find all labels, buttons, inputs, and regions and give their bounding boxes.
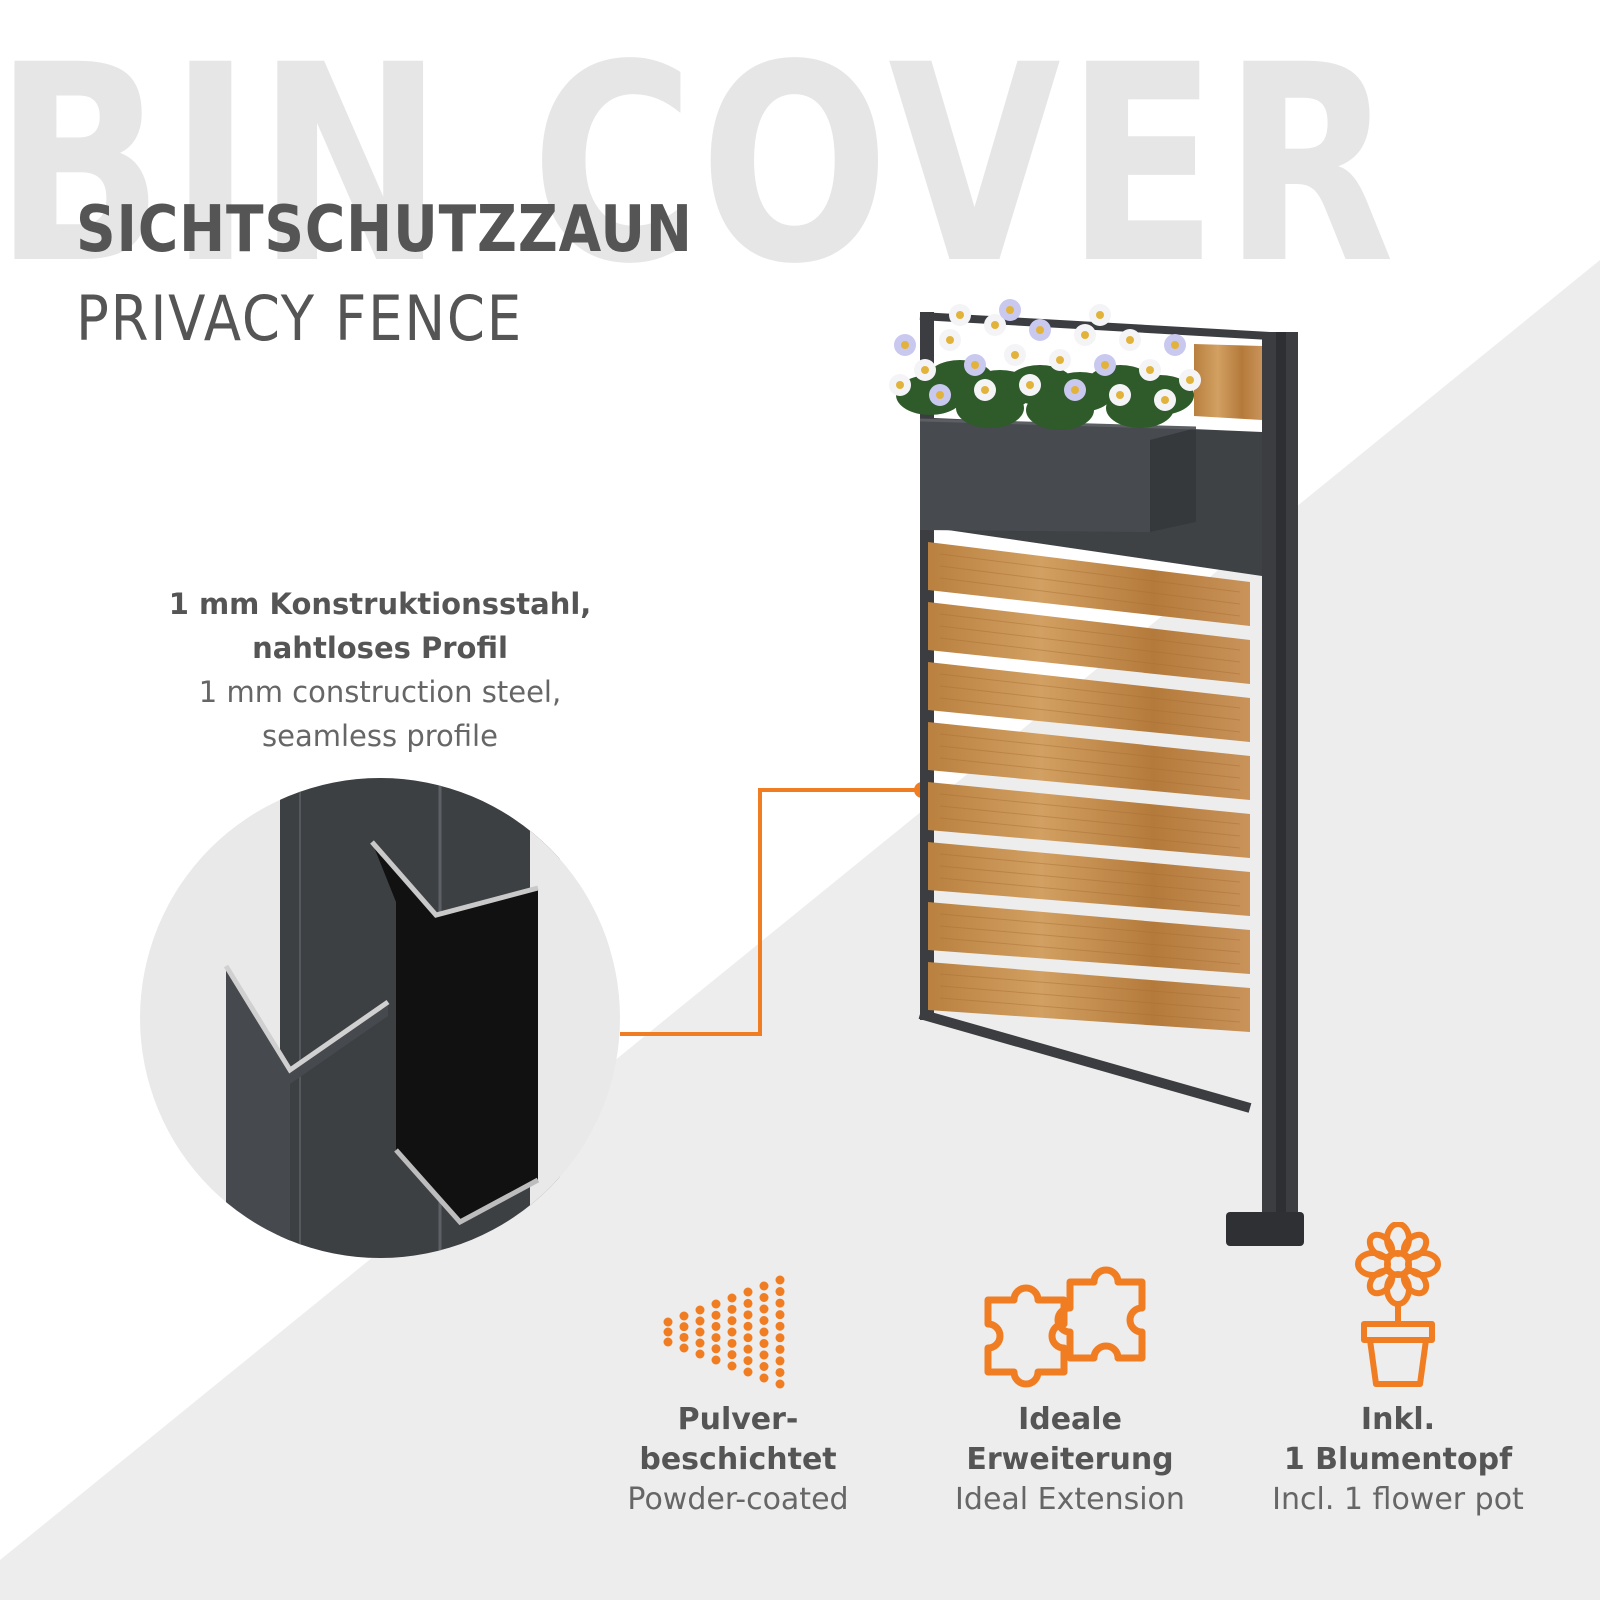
spray-icon [663, 1275, 785, 1389]
wood-slat [928, 842, 1250, 916]
feature-en: Ideal Extension [955, 1482, 1185, 1517]
planter-box [919, 418, 1197, 532]
flowers [889, 299, 1201, 430]
wood-slats [928, 542, 1250, 1032]
detail-en-line1: 1 mm construction steel, [198, 675, 562, 709]
material-detail-text: 1 mm Konstruktionsstahl, nahtloses Profi… [140, 582, 620, 758]
feature-de-line2: beschichtet [639, 1442, 837, 1477]
title-english: PRIVACY FENCE [76, 282, 524, 355]
feature-de-line1: Inkl. [1360, 1402, 1436, 1437]
feature-flower-pot: Inkl. 1 Blumentopf Incl. 1 flower pot [1228, 1222, 1568, 1520]
wood-slat [928, 782, 1250, 858]
title-german: SICHTSCHUTZZAUN [76, 193, 693, 267]
wood-slat [928, 542, 1250, 626]
wood-slat [928, 722, 1250, 800]
detail-en-line2: seamless profile [262, 719, 498, 753]
feature-de-line2: 1 Blumentopf [1283, 1442, 1513, 1477]
wood-slat [928, 602, 1250, 684]
puzzle-icon [984, 1266, 1146, 1388]
wood-slat [928, 962, 1250, 1032]
wood-slat [928, 902, 1250, 974]
callout-leader-line [620, 782, 930, 1036]
feature-en: Incl. 1 flower pot [1272, 1482, 1524, 1517]
feature-ideal-extension: Ideale Erweiterung Ideal Extension [900, 1266, 1240, 1520]
background-watermark-text: BIN COVER [0, 8, 1400, 324]
profile-detail-circle [140, 778, 620, 1258]
wood-slat [928, 662, 1250, 742]
feature-de-line2: Erweiterung [966, 1442, 1174, 1477]
flower-pot-icon [1355, 1222, 1441, 1387]
feature-powder-coated: Pulver- beschichtet Powder-coated [568, 1275, 908, 1520]
feature-de-line1: Ideale [1018, 1402, 1122, 1437]
detail-de-line2: nahtloses Profil [252, 631, 508, 665]
feature-de-line1: Pulver- [677, 1402, 799, 1437]
detail-de-line1: 1 mm Konstruktionsstahl, [168, 587, 592, 621]
feature-en: Powder-coated [627, 1482, 849, 1517]
